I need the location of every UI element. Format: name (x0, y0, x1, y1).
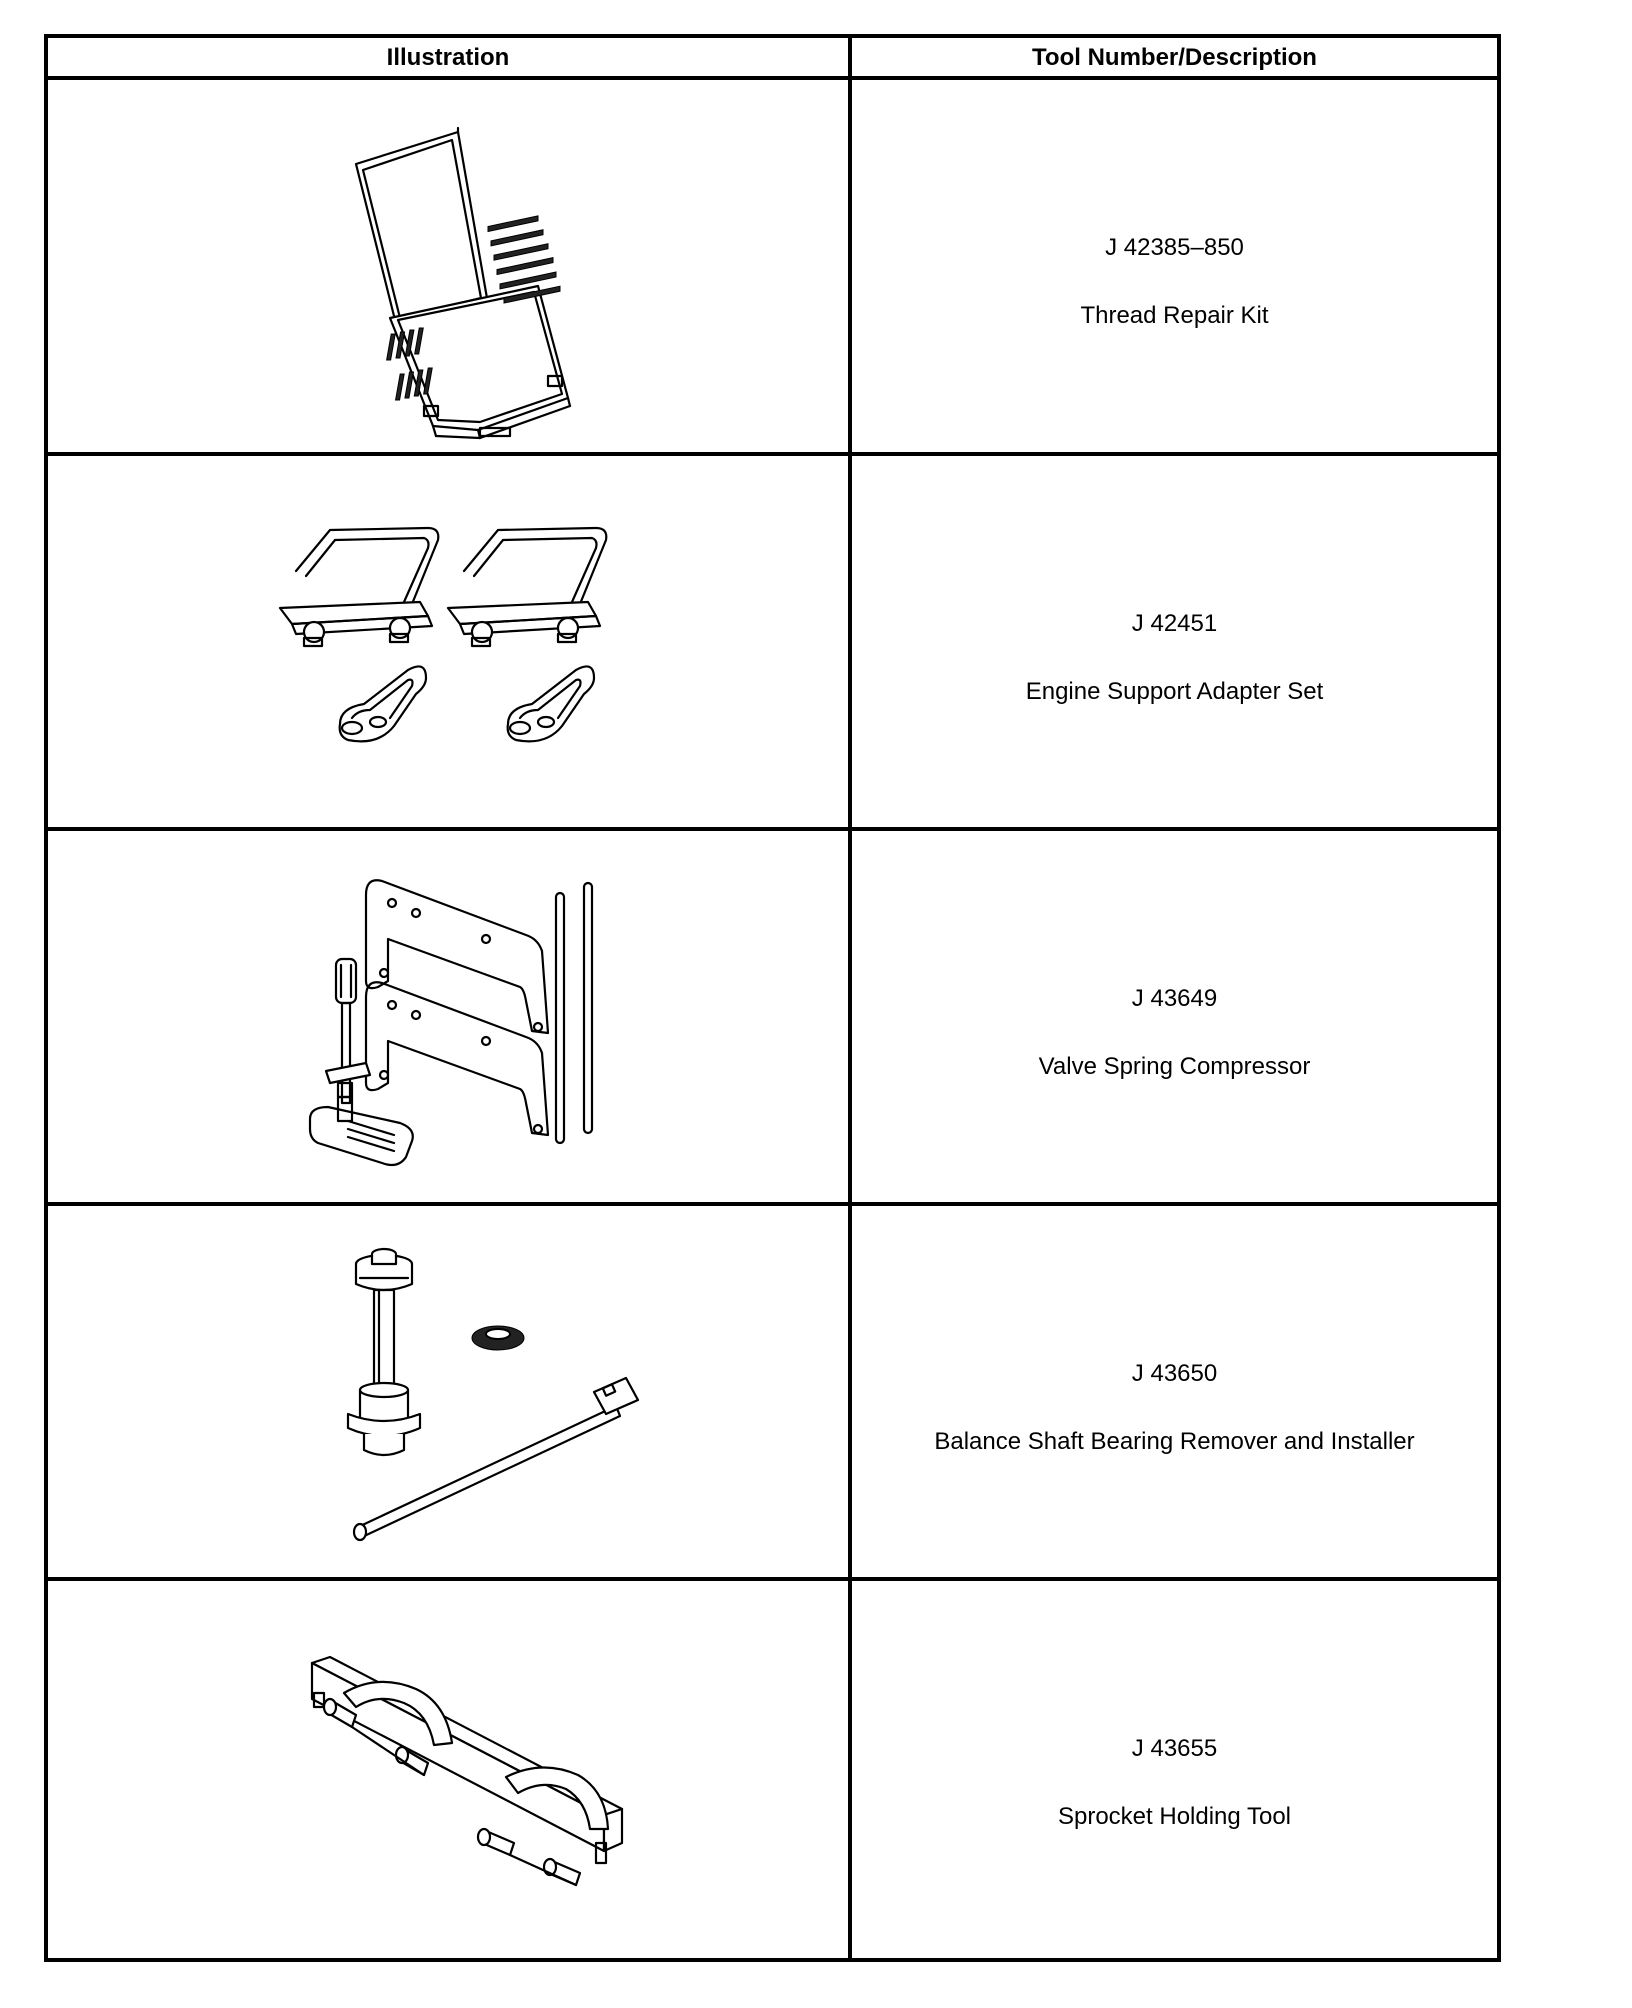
illustration-cell (48, 1581, 848, 1958)
tool-number: J 43650 (1131, 1360, 1218, 1387)
table-row: J 43655 Sprocket Holding Tool (48, 1581, 1497, 1958)
table-row: J 43649 Valve Spring Compressor (48, 831, 1497, 1206)
tool-description-cell: J 43655 Sprocket Holding Tool (852, 1581, 1497, 1958)
tool-description-cell: J 43650 Balance Shaft Bearing Remover an… (852, 1206, 1497, 1577)
valve-spring-compressor-icon (308, 879, 594, 1167)
sprocket-holding-tool-icon (310, 1655, 624, 1887)
illustration-cell (48, 456, 848, 827)
table-row: J 42451 Engine Support Adapter Set (48, 456, 1497, 831)
tool-number: J 43655 (1131, 1735, 1218, 1762)
tool-number: J 42385–850 (1105, 234, 1244, 261)
table-header: Illustration Tool Number/Description (48, 38, 1497, 80)
tool-number: J 42451 (1131, 610, 1218, 637)
special-tools-table: Illustration Tool Number/Description (44, 34, 1501, 1962)
illustration-cell (48, 831, 848, 1202)
table-row: J 43650 Balance Shaft Bearing Remover an… (48, 1206, 1497, 1581)
table-row: J 42385–850 Thread Repair Kit (48, 80, 1497, 456)
tool-name: Balance Shaft Bearing Remover and Instal… (934, 1428, 1415, 1455)
illustration-cell (48, 1206, 848, 1577)
tool-name: Engine Support Adapter Set (1025, 678, 1324, 705)
tool-name: Thread Repair Kit (1080, 302, 1269, 329)
tool-description-cell: J 42451 Engine Support Adapter Set (852, 456, 1497, 827)
tool-description-cell: J 43649 Valve Spring Compressor (852, 831, 1497, 1202)
tool-description-cell: J 42385–850 Thread Repair Kit (852, 80, 1497, 452)
engine-support-adapters-icon (278, 526, 608, 743)
thread-repair-kit-case-icon (354, 126, 572, 440)
tool-number: J 43649 (1131, 985, 1218, 1012)
illustration-cell (48, 80, 848, 452)
header-illustration: Illustration (386, 44, 510, 71)
tool-name: Valve Spring Compressor (1038, 1053, 1311, 1080)
balance-shaft-bearing-tool-icon (346, 1247, 640, 1542)
tool-name: Sprocket Holding Tool (1057, 1803, 1292, 1830)
column-divider (848, 38, 852, 1958)
header-tool-number-description: Tool Number/Description (1032, 44, 1317, 71)
